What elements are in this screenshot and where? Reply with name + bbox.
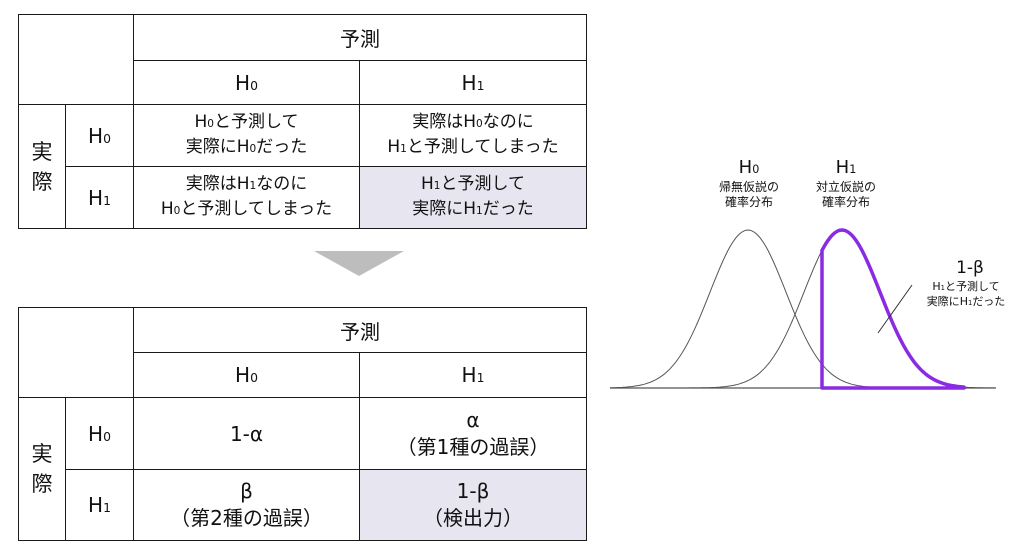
outcome-table: 予測 H0 H1 実際 H0 H0と予測して 実際にH0だった 実際はH0なのに… [18,14,587,229]
actual-h1-header: H1 [65,166,134,229]
actual-header: 実際 [18,397,66,541]
h0-description: 帰無仮説の確率分布 [718,180,779,209]
cell-h1-h0: 実際はH1なのに H0と予測してしまった [133,166,360,229]
error-type-table: 予測 H0 H1 実際 H0 1-α α （第1種の過誤） H1 β （第2種の… [18,307,587,541]
h0-label: H0 [738,157,760,178]
cell-h0-h0: H0と予測して 実際にH0だった [133,104,360,167]
actual-h0-header: H0 [65,397,134,470]
pred-h0-header: H0 [133,60,360,105]
actual-header: 実際 [18,104,66,229]
pred-h0-header: H0 [133,352,360,398]
cell-type2-error: β （第2種の過誤） [133,469,360,541]
cell-power: 1-β （検出力） [359,469,587,541]
power-region-outline [820,228,966,390]
actual-h1-header: H1 [65,469,134,541]
corner-cell [18,307,134,398]
cell-h0-h1: 実際はH0なのに H1と予測してしまった [359,104,587,167]
corner-cell [18,14,134,105]
pred-h1-header: H1 [359,352,587,398]
power-description: H1と予測して 実際にH1だった [926,280,1006,308]
prediction-header: 予測 [133,307,587,353]
cell-true-negative: 1-α [133,397,360,470]
distribution-graph [609,228,997,390]
prediction-header: 予測 [133,14,587,61]
cell-type1-error: α （第1種の過誤） [359,397,587,470]
cell-h1-h1: H1と予測して 実際にH1だった [359,166,587,229]
h0-distribution-curve [609,229,996,389]
pred-h1-header: H1 [359,60,587,105]
power-pointer-line [877,284,913,334]
actual-h0-header: H0 [65,104,134,167]
h1-description: 対立仮説の確率分布 [815,180,876,209]
power-label: 1-β [956,258,984,278]
down-arrow-icon [314,251,404,276]
h1-label: H1 [835,157,857,178]
h1-distribution-curve [610,229,997,389]
